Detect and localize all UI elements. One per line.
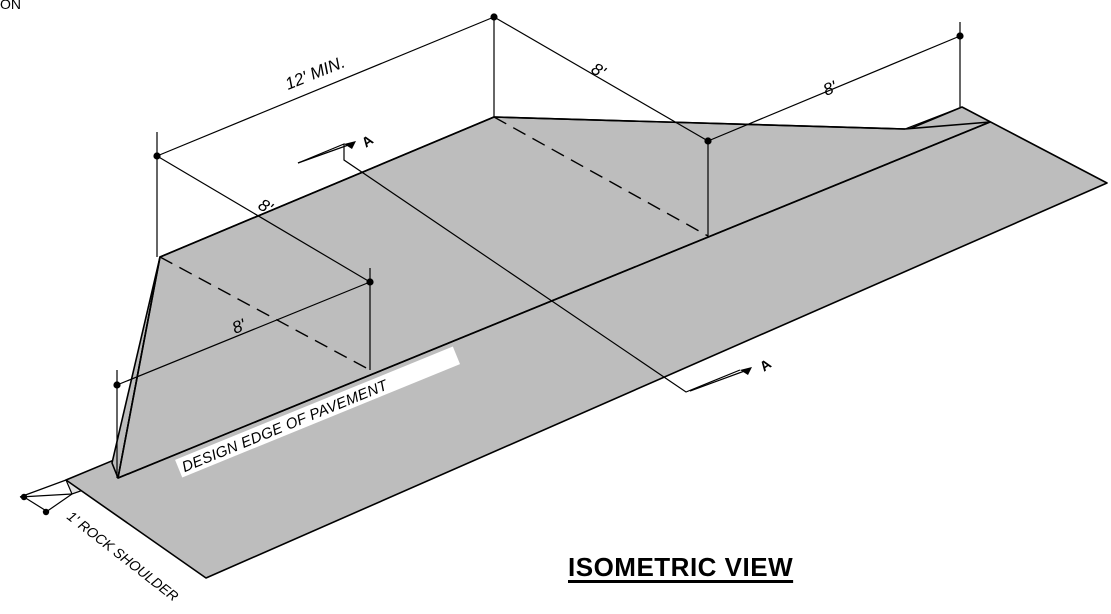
dim-dot-top-right [956,32,964,40]
dim-dot-shoulder-2 [42,508,50,516]
platform-top-edge [493,116,906,130]
label-8-right-2: 8' [820,77,840,100]
shoulder-dim-tick-line [23,496,49,513]
section-arrow-lower-shaft [689,368,751,392]
dim-line-8-left-lower [116,281,371,386]
platform-left-edge [159,116,495,258]
label-12-min: 12' MIN. [282,53,347,94]
slope-left-edge [117,256,161,479]
hidden-line-upper [493,116,709,237]
section-marker-upper: A [359,132,376,151]
dim-dot-shoulder-1 [20,493,28,501]
dim-dot-lower-left [113,381,121,389]
dim-line-12-min [156,16,495,157]
dim-dot-top-center [490,13,498,21]
section-cut-line [297,143,741,393]
dim-dot-mid-left [366,278,374,286]
label-8-right-1: 8' [588,59,609,82]
shoulder-dim-line [19,493,73,498]
dim-dot-upper-left [153,152,161,160]
cropped-header-text: ON [0,0,21,12]
shoulder-dim-ext-2 [45,493,73,513]
shoulder-dim-ext-1 [19,479,67,498]
edge-label-background [175,346,461,478]
dim-line-8-right-2 [707,35,961,142]
dim-line-8-right-1 [493,16,709,142]
dim-dot-mid-right [704,137,712,145]
section-marker-lower: A [757,356,774,375]
view-title: ISOMETRIC VIEW [568,552,794,582]
section-arrow-upper-shaft [297,142,355,164]
hidden-line-lower [159,256,371,371]
edge-of-pavement-line [117,121,991,479]
dim-line-8-left-upper [156,155,371,283]
